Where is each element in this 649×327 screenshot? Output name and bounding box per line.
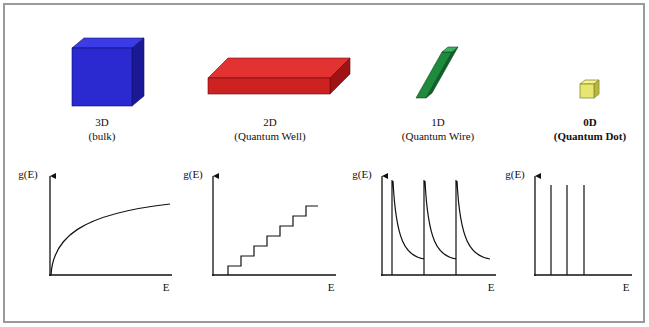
- axis-label: E: [328, 281, 335, 294]
- axis-label: E: [163, 281, 170, 294]
- quantum-well-slab: [208, 58, 350, 94]
- quantum-dot-cube: [580, 80, 599, 98]
- dimension-caption: (bulk): [89, 130, 116, 143]
- plot-axes: [49, 176, 632, 276]
- axis-label: E: [488, 281, 495, 294]
- dimension-label: 0D: [583, 116, 596, 129]
- axis-label: g(E): [183, 168, 203, 181]
- dimension-label: 1D: [431, 116, 444, 129]
- sqrt-curve: [51, 204, 170, 275]
- bulk-cube: [72, 38, 144, 106]
- dimension-caption: (Quantum Well): [234, 130, 305, 143]
- axis-label: g(E): [352, 168, 372, 181]
- axis-label: g(E): [505, 168, 525, 181]
- frame: [4, 4, 644, 322]
- dos-curves: [51, 180, 584, 275]
- quantum-wire-bar: [416, 47, 458, 98]
- delta-lines: [551, 185, 584, 275]
- dimension-caption: (Quantum Dot): [554, 130, 626, 143]
- axis-label: g(E): [18, 168, 38, 181]
- dimension-caption: (Quantum Wire): [402, 130, 474, 143]
- dimension-label: 3D: [95, 116, 108, 129]
- axis-label: E: [623, 281, 630, 294]
- wire-peaks: [392, 180, 490, 275]
- dimension-label: 2D: [263, 116, 276, 129]
- staircase: [228, 206, 318, 275]
